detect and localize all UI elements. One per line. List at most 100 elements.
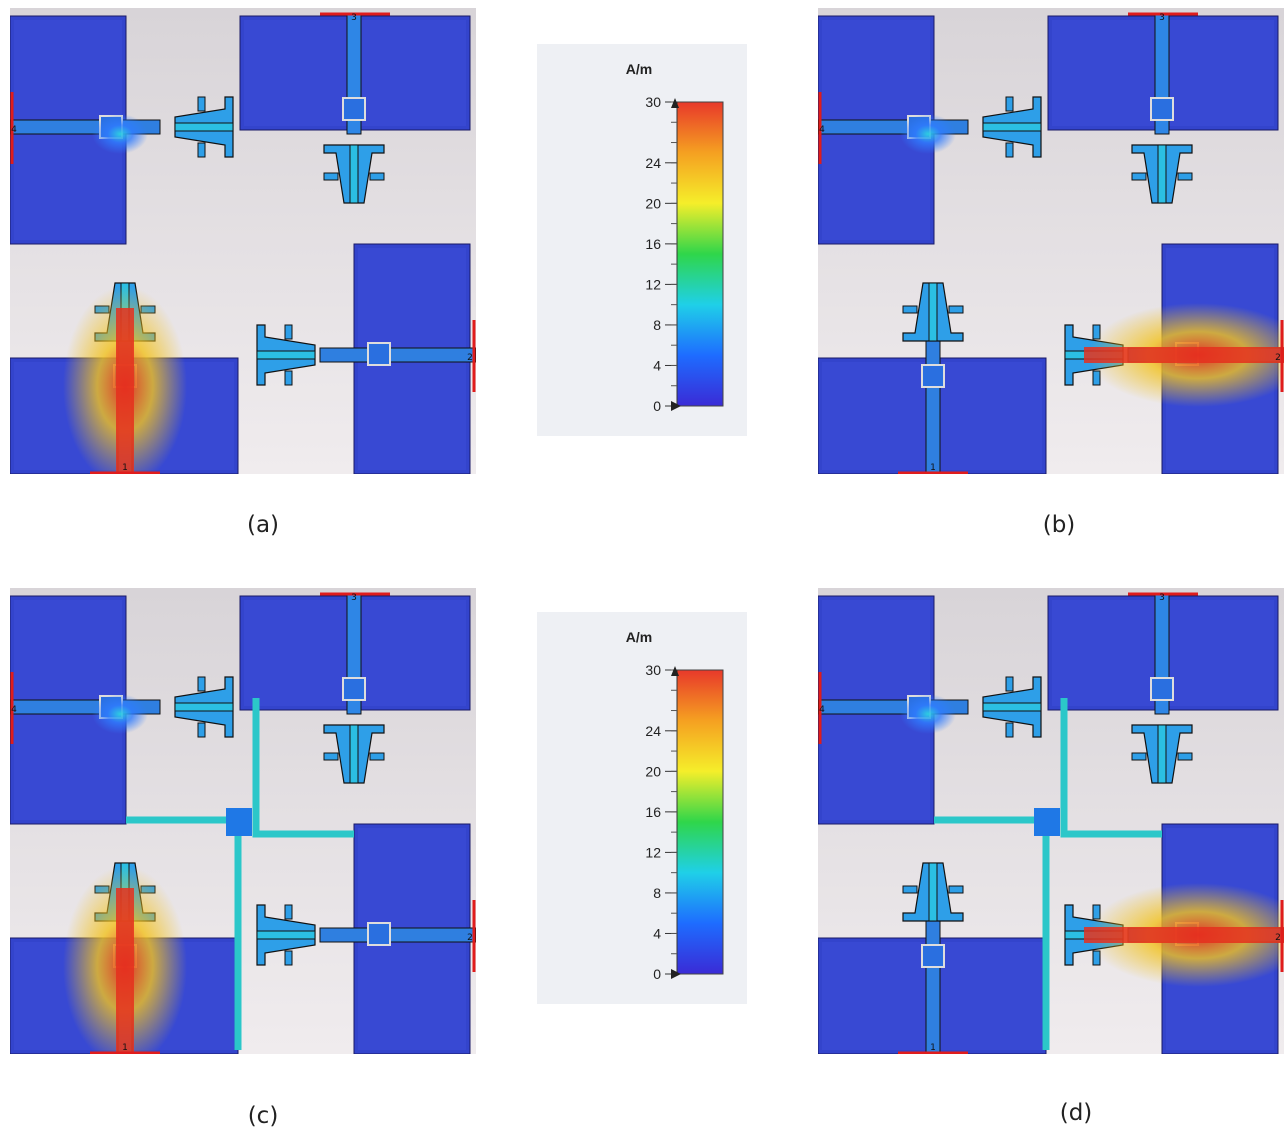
legend-tick-label-top-12: 12 <box>645 276 661 292</box>
port-label-3-a: 3 <box>351 13 357 23</box>
fork-port3-b-stem <box>1157 144 1167 204</box>
port-label-4-a: 4 <box>11 125 17 135</box>
fork-port4-c-stub-r <box>197 722 206 738</box>
fork-port4-c-stub-l <box>197 676 206 692</box>
fork-port1-d-stem <box>928 862 938 922</box>
fork-port1-b <box>902 282 964 342</box>
legend-tick-label-top-8: 8 <box>653 317 661 333</box>
fork-port3-a <box>323 144 385 204</box>
fork-port2-c <box>256 904 316 966</box>
legend-tick-label-top-16: 16 <box>645 236 661 252</box>
port-label-4-d: 4 <box>819 705 825 715</box>
fork-port3-b-stub-r <box>1177 172 1193 181</box>
caption-c: (c) <box>247 1103 279 1129</box>
legend-max-marker-top <box>671 98 679 108</box>
legend-unit-bottom: A/m <box>626 629 652 645</box>
port-label-2-a: 2 <box>467 353 473 363</box>
legend-tick-label-top-4: 4 <box>653 357 661 373</box>
port-label-4-b: 4 <box>819 125 825 135</box>
port-label-3-c: 3 <box>351 593 357 603</box>
fork-port3-b-stub-l <box>1131 172 1147 181</box>
panel-a: 1 2 3 4 <box>10 8 476 474</box>
fork-port3-a-stem <box>349 144 359 204</box>
legend-tick-label-bottom-24: 24 <box>645 723 661 739</box>
port-label-3-d: 3 <box>1159 593 1165 603</box>
fork-port3-a-stub-l <box>323 172 339 181</box>
fork-port3-a-stub-r <box>369 172 385 181</box>
legend-min-marker-top <box>671 401 681 411</box>
edge-glow-b <box>900 114 956 154</box>
legend-tick-label-top-24: 24 <box>645 155 661 171</box>
fork-port4-d-stub-l <box>1005 676 1014 692</box>
feedline-port2-c <box>319 927 476 943</box>
fork-port3-d-stub-l <box>1131 752 1147 761</box>
hot-feed-b <box>1084 347 1284 363</box>
port-label-2-c: 2 <box>467 933 473 943</box>
edge-glow-a <box>92 114 148 154</box>
fork-port4-b-stem <box>982 122 1042 132</box>
decoupling-junction-d <box>1034 808 1060 836</box>
fork-port3-d-stem <box>1157 724 1167 784</box>
fork-port4-a-stub-r <box>197 142 206 158</box>
hot-feed-c <box>116 888 134 1054</box>
port-label-1-a: 1 <box>122 463 128 473</box>
fork-port4-a-stem <box>174 122 234 132</box>
fork-port4-d-stub-r <box>1005 722 1014 738</box>
legend-colorbar-bottom <box>676 669 724 975</box>
connector-b-2 <box>1150 97 1174 121</box>
fork-port3-c-stub-l <box>323 752 339 761</box>
connector-d-3 <box>921 944 945 968</box>
legend-tick-label-bottom-0: 0 <box>653 966 661 982</box>
fork-port1-b-stem <box>928 282 938 342</box>
fork-port1-b-stub-l <box>948 305 964 314</box>
edge-glow-d <box>900 694 956 734</box>
feedline-port1-d <box>925 899 941 1054</box>
edge-glow-c <box>92 694 148 734</box>
caption-d: (d) <box>1059 1100 1093 1126</box>
fork-port2-a-stub-r <box>284 324 293 340</box>
fork-port4-a-stub-l <box>197 96 206 112</box>
fork-port3-c-stem <box>349 724 359 784</box>
fork-port2-a-stub-l <box>284 370 293 386</box>
fork-port3-d <box>1131 724 1193 784</box>
port-label-2-d: 2 <box>1275 933 1281 943</box>
fork-port3-b <box>1131 144 1193 204</box>
fork-port4-a <box>174 96 234 158</box>
legend-tick-label-top-30: 30 <box>645 94 661 110</box>
fork-port1-b-stub-r <box>902 305 918 314</box>
legend-tick-label-bottom-30: 30 <box>645 662 661 678</box>
fork-port3-c <box>323 724 385 784</box>
fork-port4-b <box>982 96 1042 158</box>
legend-tick-label-bottom-12: 12 <box>645 844 661 860</box>
fork-port3-c-stub-r <box>369 752 385 761</box>
legend-min-marker-bottom <box>671 969 681 979</box>
fork-port2-a <box>256 324 316 386</box>
connector-a-4 <box>367 342 391 366</box>
panel-c: 1 2 3 4 <box>10 588 476 1054</box>
fork-port2-c-stub-l <box>284 950 293 966</box>
caption-b: (b) <box>1042 512 1076 538</box>
connector-c-4 <box>367 922 391 946</box>
fork-port1-d-stub-l <box>948 885 964 894</box>
port-label-4-c: 4 <box>11 705 17 715</box>
connector-b-3 <box>921 364 945 388</box>
fork-port2-a-stem <box>256 350 316 360</box>
hot-feed-d <box>1084 927 1284 943</box>
port-label-2-b: 2 <box>1275 353 1281 363</box>
legend-tick-label-top-20: 20 <box>645 195 661 211</box>
connector-c-2 <box>342 677 366 701</box>
fork-port3-d-stub-r <box>1177 752 1193 761</box>
legend-colorbar-top <box>676 101 724 407</box>
port-label-1-c: 1 <box>122 1043 128 1053</box>
panel-c-svg: 1 2 3 4 <box>10 588 476 1054</box>
legend-unit-top: A/m <box>626 61 652 77</box>
legend-max-marker-bottom <box>671 666 679 676</box>
fork-port2-c-stub-r <box>284 904 293 920</box>
fork-port4-b-stub-r <box>1005 142 1014 158</box>
